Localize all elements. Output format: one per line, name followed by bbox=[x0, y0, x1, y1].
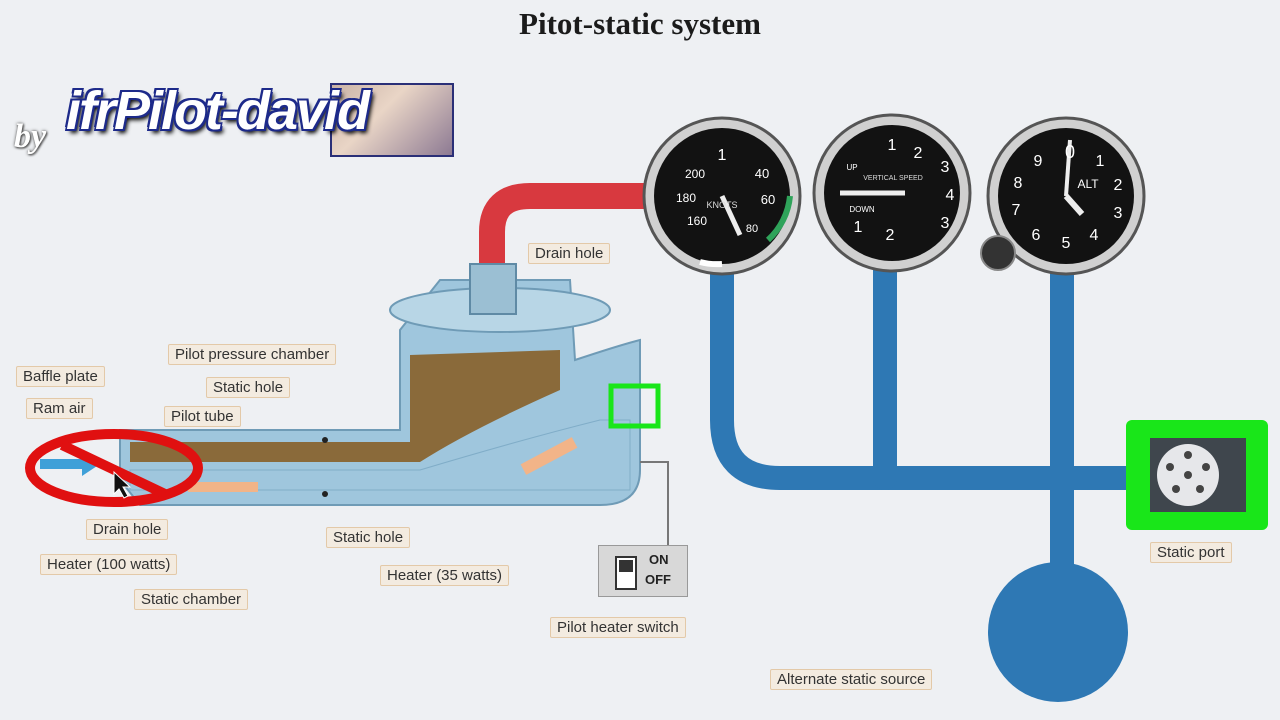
logo-by: by bbox=[14, 118, 47, 155]
gauge-tick-label: 5 bbox=[1062, 235, 1071, 252]
gauge-tick-label: 2 bbox=[1114, 177, 1123, 194]
pitot-line bbox=[479, 183, 648, 265]
gauge-tick-label: 2 bbox=[886, 227, 895, 244]
static-lines bbox=[710, 243, 1142, 592]
mouse-cursor-icon bbox=[113, 470, 132, 499]
gauge-tick-label: 8 bbox=[1014, 175, 1023, 192]
logo-name: ifrPilot-david bbox=[66, 81, 370, 141]
page-title: Pitot-static system bbox=[519, 6, 761, 41]
gauge-tick-label: 2 bbox=[914, 145, 923, 162]
gauge-tick-label: 6 bbox=[1032, 227, 1041, 244]
gauge-tick-label: 4 bbox=[946, 187, 955, 204]
drain-hole-highlight bbox=[608, 383, 661, 429]
gauge-tick-label: 40 bbox=[755, 166, 769, 181]
label-baffle-plate: Baffle plate bbox=[16, 366, 105, 387]
svg-text:KNOTS: KNOTS bbox=[706, 200, 737, 210]
altimeter-knob bbox=[980, 235, 1016, 271]
heater-100-element bbox=[188, 482, 258, 492]
svg-text:ALT: ALT bbox=[1077, 177, 1099, 191]
altimeter-icon: 0 1 2 3 4 5 6 7 8 9 ALT bbox=[986, 116, 1146, 276]
label-pilot-pressure-chamber: Pilot pressure chamber bbox=[168, 344, 337, 365]
heater-wire bbox=[640, 461, 669, 545]
gauge-tick-label: 180 bbox=[676, 191, 696, 205]
label-heater-35: Heater (35 watts) bbox=[380, 565, 510, 586]
gauge-tick-label: 7 bbox=[1012, 202, 1021, 219]
gauge-tick-label: 1 bbox=[718, 147, 727, 164]
label-static-chamber: Static chamber bbox=[134, 589, 249, 610]
gauge-tick-label: 1 bbox=[1096, 153, 1105, 170]
pilot-heater-switch: ON OFF bbox=[598, 545, 688, 597]
label-static-port: Static port bbox=[1150, 542, 1232, 563]
gauge-tick-label: 80 bbox=[746, 223, 758, 235]
gauge-tick-label: 0 bbox=[1065, 142, 1075, 162]
label-pilot-heater-switch: Pilot heater switch bbox=[550, 617, 686, 638]
gauge-tick-label: 3 bbox=[941, 215, 950, 232]
switch-on-label: ON bbox=[649, 552, 669, 567]
gauge-tick-label: 1 bbox=[854, 219, 863, 236]
gauge-tick-label: UP bbox=[846, 163, 857, 172]
switch-off-label: OFF bbox=[645, 572, 671, 587]
label-heater-100: Heater (100 watts) bbox=[40, 554, 178, 575]
airspeed-indicator-icon: 1 40 60 80 200 180 160 KNOTS bbox=[642, 116, 802, 276]
label-drain-hole-top: Drain hole bbox=[528, 243, 611, 264]
label-alternate-static-source: Alternate static source bbox=[770, 669, 933, 690]
gauge-tick-label: 9 bbox=[1034, 153, 1043, 170]
static-line-main bbox=[710, 243, 1142, 490]
label-ram-air: Ram air bbox=[26, 398, 93, 419]
gauge-tick-label: 1 bbox=[888, 137, 897, 154]
gauge-tick-label: 60 bbox=[761, 192, 775, 207]
label-static-hole-bottom: Static hole bbox=[326, 527, 411, 548]
gauge-tick-label: 160 bbox=[687, 214, 707, 228]
toggle-icon bbox=[615, 556, 637, 590]
gauge-tick-label: 3 bbox=[1114, 205, 1123, 222]
label-drain-hole-bottom: Drain hole bbox=[86, 519, 169, 540]
label-pilot-tube: Pilot tube bbox=[164, 406, 241, 427]
gauge-tick-label: 200 bbox=[685, 167, 705, 181]
gauge-tick-label: 4 bbox=[1090, 227, 1099, 244]
heater-35-element bbox=[520, 437, 578, 475]
svg-text:VERTICAL SPEED: VERTICAL SPEED bbox=[863, 175, 923, 182]
label-static-hole-top: Static hole bbox=[206, 377, 291, 398]
alternate-static-source-tank bbox=[988, 562, 1128, 702]
gauge-tick-label: 3 bbox=[941, 159, 950, 176]
no-sign-icon bbox=[25, 429, 203, 507]
logo-photo bbox=[330, 83, 454, 157]
gauge-tick-label: DOWN bbox=[849, 205, 875, 214]
vertical-speed-indicator-icon: 1 2 3 4 3 2 1 UP DOWN VERTICAL SPEED bbox=[812, 113, 972, 273]
pitot-probe bbox=[119, 263, 669, 545]
